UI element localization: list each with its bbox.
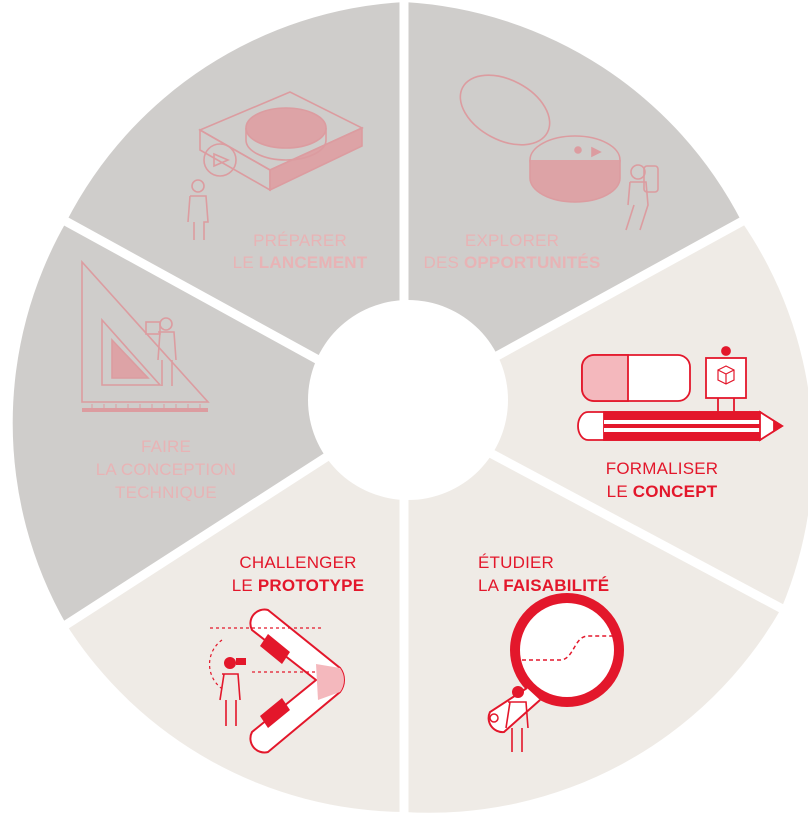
- segment-faire[interactable]: [12, 221, 404, 625]
- segment-labels: PRÉPARER LE LANCEMENT EXPLORER DES OPPOR…: [96, 231, 719, 595]
- label-etudier-line1: ÉTUDIER: [478, 553, 554, 572]
- label-formaliser-line1: FORMALISER: [606, 459, 719, 478]
- label-formaliser-line2: LE CONCEPT: [607, 482, 718, 501]
- label-challenger-line2: LE PROTOTYPE: [232, 576, 364, 595]
- compass-and-explorer-icon: [459, 74, 659, 231]
- segment-challenger[interactable]: [66, 407, 405, 812]
- eraser-pencil-icon: [577, 346, 784, 442]
- set-square-icon: [81, 259, 210, 412]
- box-and-figure-icon: [187, 91, 364, 240]
- label-challenger-line1: CHALLENGER: [239, 553, 356, 572]
- segment-preparer[interactable]: [66, 2, 405, 407]
- magnifier-icon: [487, 593, 624, 752]
- label-faire-line2: LA CONCEPTION: [96, 460, 237, 479]
- label-preparer-line2: LE LANCEMENT: [233, 253, 368, 272]
- label-etudier-line2: LA FAISABILITÉ: [478, 576, 609, 595]
- label-faire-line3: TECHNIQUE: [115, 483, 217, 502]
- center-hub: [308, 300, 508, 500]
- label-explorer-line2: DES OPPORTUNITÉS: [423, 253, 600, 272]
- label-explorer-line1: EXPLORER: [465, 231, 559, 250]
- label-preparer-line1: PRÉPARER: [253, 231, 347, 250]
- label-faire-line1: FAIRE: [141, 437, 191, 456]
- boomerang-icon: [208, 608, 345, 754]
